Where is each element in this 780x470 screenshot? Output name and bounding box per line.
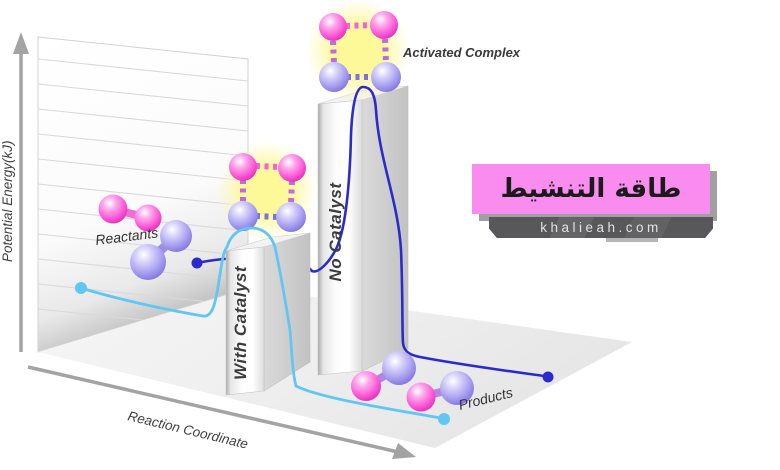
with-catalyst-start-dot: [75, 282, 87, 294]
with-catalyst-end-dot: [438, 413, 450, 425]
activated-complex-top-icon: [306, 0, 410, 103]
y-axis-arrowhead-icon: [13, 32, 29, 54]
title-banner-text: طاقة التنشيط: [500, 174, 682, 204]
activated-complex-label: Activated Complex: [402, 45, 521, 60]
activated-complex-lower-icon: [228, 153, 306, 232]
with-catalyst-pillar-label: With Catalyst: [231, 265, 250, 380]
site-banner: khalieah.com: [489, 217, 713, 238]
site-banner-tab: [606, 234, 658, 242]
potential-energy-axis: [13, 32, 29, 352]
x-axis-arrowhead-icon: [392, 443, 416, 459]
product-molecule-2-icon: [406, 371, 474, 412]
no-catalyst-pillar-label: No Catalyst: [326, 182, 345, 282]
product-molecule-1-icon: [351, 351, 416, 401]
no-catalyst-end-dot: [542, 371, 554, 383]
y-axis-label: Potential Energy(kJ): [0, 140, 15, 262]
reactant-molecule-purple-icon: [130, 220, 192, 280]
title-banner: طاقة التنشيط: [472, 164, 710, 214]
site-banner-text: khalieah.com: [540, 220, 662, 235]
no-catalyst-start-dot: [191, 257, 203, 269]
reactant-molecule-pink-icon: [98, 194, 162, 232]
no-catalyst-path: [191, 85, 554, 383]
reaction-coordinate-axis: [27, 365, 416, 459]
reactants-label: Reactants: [94, 224, 159, 248]
with-catalyst-path: [75, 226, 450, 425]
